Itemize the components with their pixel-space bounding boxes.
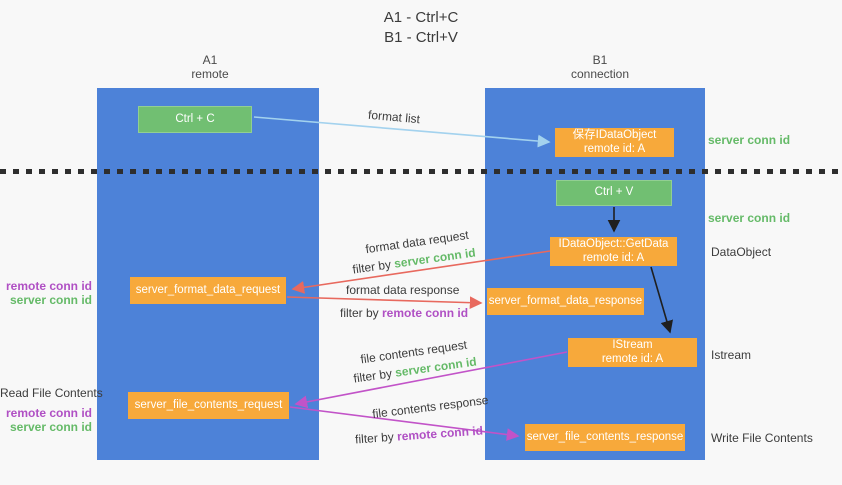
filter-prefix-1: filter by [351,256,396,277]
filter-prefix-2: filter by [340,306,383,320]
node-server-format-data-response: server_format_data_response [487,288,644,315]
node-server-file-contents-request-label: server_file_contents_request [134,398,283,411]
node-getdata: IDataObject::GetData remote id: A [550,237,677,266]
column-a1-name: remote [191,67,229,81]
label-format-data-response: format data response [346,283,460,297]
node-save-dataobject-line2: remote id: A [583,142,646,155]
label-server-conn-id-top: server conn id [708,133,791,147]
filter-colored-4: remote conn id [396,423,484,444]
label-format-list: format list [367,107,421,127]
filter-colored-2: remote conn id [382,306,469,320]
diagram-title: A1 - Ctrl+C B1 - Ctrl+V [0,8,842,48]
node-ctrl-c-label: Ctrl + C [175,112,215,125]
label-filter-by-remote-conn-id-1: filter by remote conn id [340,306,468,320]
node-server-format-data-response-label: server_format_data_response [488,294,643,307]
node-save-dataobject: 保存IDataObject remote id: A [555,128,674,157]
title-line-1: A1 - Ctrl+C [383,9,459,26]
node-istream: IStream remote id: A [568,338,697,367]
column-header-a1: A1 remote [140,53,280,81]
node-server-file-contents-response: server_file_contents_response [525,424,685,451]
column-a1-id: A1 [202,53,218,67]
label-istream: Istream [711,348,752,362]
label-dataobject: DataObject [711,245,772,259]
node-ctrl-v-label: Ctrl + V [594,186,634,199]
label-read-file-contents: Read File Contents [0,386,103,400]
label-server-conn-id-mid: server conn id [708,211,791,225]
label-file-contents-response: file contents response [371,392,490,422]
dotted-divider-line [0,169,842,174]
node-getdata-line2: remote id: A [582,251,645,264]
column-b1-name: connection [570,67,630,81]
label-server-conn-id-2: server conn id [9,420,92,434]
node-save-dataobject-line1: 保存IDataObject [572,129,657,141]
label-filter-by-remote-conn-id-2: filter by remote conn id [355,424,484,447]
column-b1-id: B1 [592,53,608,67]
title-line-2: B1 - Ctrl+V [384,29,458,46]
node-ctrl-c: Ctrl + C [138,106,252,133]
label-remote-conn-id-2: remote conn id [5,406,92,420]
filter-prefix-3: filter by [352,365,397,386]
node-ctrl-v: Ctrl + V [556,180,672,206]
node-istream-line1: IStream [612,339,653,351]
label-remote-conn-id-1: remote conn id [5,279,92,293]
node-server-format-data-request: server_format_data_request [130,277,286,304]
column-header-b1: B1 connection [530,53,670,81]
node-server-file-contents-request: server_file_contents_request [128,392,289,419]
node-istream-line2: remote id: A [601,352,664,365]
node-server-file-contents-response-label: server_file_contents_response [526,430,684,443]
node-getdata-line1: IDataObject::GetData [558,238,669,250]
node-server-format-data-request-label: server_format_data_request [135,283,281,296]
label-server-conn-id-1: server conn id [9,293,92,307]
filter-prefix-4: filter by [354,429,398,447]
label-write-file-contents: Write File Contents [711,431,813,445]
